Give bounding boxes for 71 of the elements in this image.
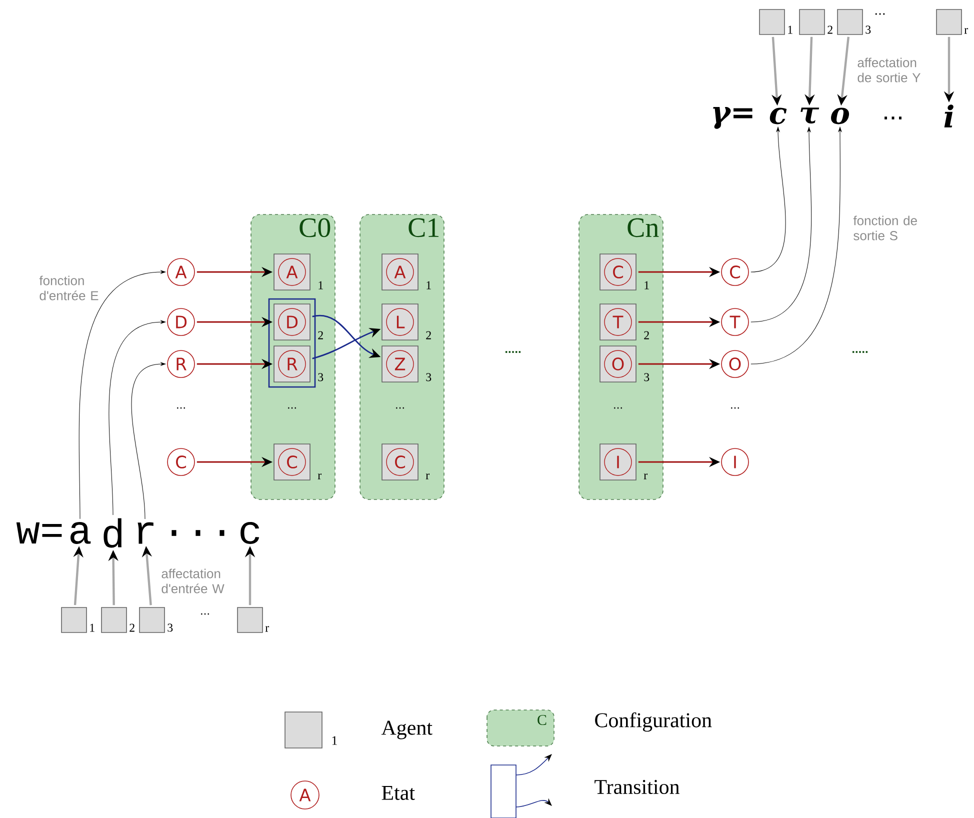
ellipsis: ..... [505,351,521,353]
arrow [750,126,786,272]
index-number: 3 [426,373,432,382]
agent-box: T [600,304,636,340]
agent-box: D [274,304,310,340]
input-letter: r [138,522,154,544]
annotation: fonction de sortie S [853,216,917,240]
input-letter: d [104,518,122,548]
arrow [131,362,166,520]
output-letter: o [831,108,850,124]
state-letter: A [299,788,311,802]
index-number: r [644,474,648,480]
ellipsis: ... [177,407,185,409]
agent-box: A [274,254,310,290]
output-letter: i [944,104,954,128]
ellipsis: ... [201,613,209,615]
index-number: 1 [318,281,323,290]
legend-label: Configuration [595,712,712,732]
index-number: 1 [788,26,792,34]
index-number: 2 [130,624,134,632]
agent-box: Z [382,346,418,382]
ellipsis: ... [875,13,885,15]
index-number: r [426,474,430,480]
ellipsis: ... [396,407,404,409]
arrow [78,270,166,520]
agent-box: C [274,444,310,480]
annotation: affectation d'entrée W [162,568,224,594]
output-word-prefix: γ= [713,107,752,129]
ellipsis: ... [731,407,739,409]
agent-box: L [382,304,418,340]
legend-label: Agent [381,720,432,740]
legend-label: Etat [382,786,415,800]
agent-box: C [600,254,636,290]
arrow [750,127,812,322]
index-number: 2 [828,26,832,34]
annotation: fonction d'entrée E [39,276,98,300]
agent-box: C [382,444,418,480]
ellipsis: ..... [852,351,868,353]
index-number: 3 [318,373,324,382]
index-number: 2 [644,331,649,340]
agent-box: R [274,346,310,382]
ellipsis: ... [172,530,224,536]
index-number: 2 [318,331,323,340]
input-letter: c [240,522,260,544]
index-number: r [318,474,322,480]
index-number: 3 [168,624,173,632]
legend-label: Transition [594,780,680,794]
index-number: 3 [644,373,650,382]
ellipsis: ... [614,407,622,409]
index-number: 1 [426,281,431,290]
index-number: 1 [90,624,94,632]
output-letter: τ [800,108,820,124]
ellipsis: ... [884,116,902,120]
agent-box: I [600,444,636,480]
index-number: 1 [644,281,649,290]
index-number: 1 [332,736,337,745]
output-letter: c [770,108,787,124]
panel-letter: C [538,714,546,726]
index-number: 3 [866,26,871,34]
arrow [108,320,166,516]
transition-box [268,298,316,388]
agent-box: O [600,346,636,382]
input-letter: a [70,522,91,544]
ellipsis: ... [288,407,296,409]
annotation: affectation de sortie Y [858,58,920,82]
agent-box: A [382,254,418,290]
arrow [750,126,842,364]
index-number: 2 [426,331,431,340]
index-number: r [964,28,968,34]
index-number: r [265,626,269,632]
input-word-prefix: w= [16,522,62,544]
